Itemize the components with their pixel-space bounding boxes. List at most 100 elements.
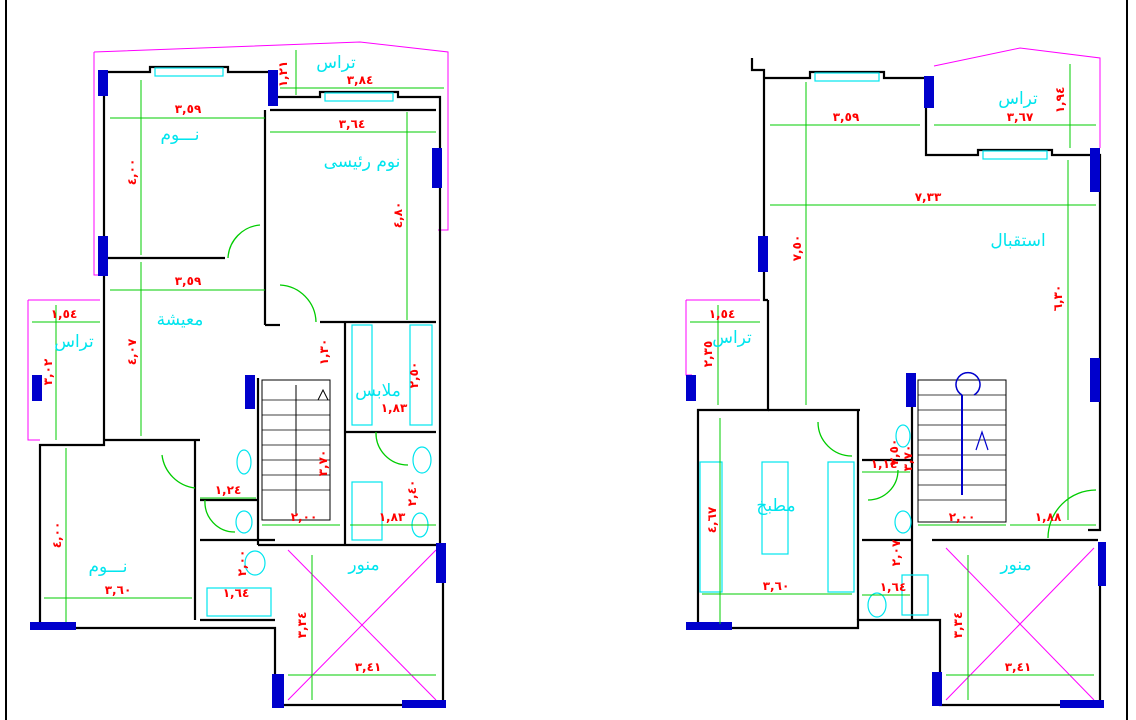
dim-bath-w: ١,١٤ — [871, 457, 898, 471]
dim-dressing-w: ١,٨٣ — [381, 401, 408, 415]
door-bedroom2 — [161, 454, 196, 489]
room-label-terrace-side: تراس — [712, 328, 752, 348]
dim-entry-w: ١,٨٨ — [1035, 510, 1062, 524]
dim-terrace-side-h: ٣,٠٢ — [41, 358, 55, 385]
dim-kitchen-h: ٤,٦٧ — [705, 506, 719, 533]
dim-bedroom-2-h: ٤,٠٠ — [50, 522, 64, 549]
dim-well-w: ٣,٤١ — [1005, 660, 1032, 674]
room-label-terrace-top: تراس — [316, 53, 356, 73]
window-terrace — [982, 150, 1048, 160]
door-master — [279, 284, 317, 323]
door-bath1 — [204, 499, 236, 533]
dim-corridor: ١,٣٠ — [317, 339, 331, 366]
room-label-kitchen: مطبخ — [756, 496, 795, 516]
left-plan: تراس نـــوم نوم رئيسى معيشة تراس ملابس ن… — [27, 41, 449, 708]
dim-terrace-top-h: ١,٢١ — [276, 61, 290, 88]
dim-stair-w: ٢,٠٠ — [291, 510, 318, 524]
dim-dressing-h: ٢,٥٠ — [407, 362, 421, 389]
kitchen-island — [761, 461, 789, 555]
dim-stair-h: ٣,٧٠ — [901, 445, 915, 472]
dim-wc-w: ١,٦٤ — [880, 580, 907, 594]
door-entry — [1047, 489, 1097, 539]
shower-tray — [351, 481, 383, 541]
toilet-icon — [244, 550, 266, 576]
dim-reception-w: ٧,٣٣ — [915, 190, 942, 204]
dim-master-w: ٣,٦٤ — [339, 117, 366, 131]
dim-reception-h: ٧,٥٠ — [790, 235, 804, 262]
dim-bath-1-w: ١,٢٤ — [215, 483, 242, 497]
column — [98, 70, 108, 96]
dim-bath-2-w: ١,٨٣ — [379, 510, 406, 524]
dim-stair-w: ٢,٠٠ — [949, 510, 976, 524]
dim-bedroom-1-w: ٣,٥٩ — [175, 102, 202, 116]
dim-well-h: ٣,٣٤ — [951, 612, 965, 639]
dim-terrace-side-w: ١,٥٤ — [51, 307, 78, 321]
right-plan: تراس استقبال تراس مطبخ منور ٣,٥٩ ٣,٦٧ ١,… — [685, 47, 1106, 708]
closet-1 — [351, 324, 373, 426]
bathtub-icon — [206, 587, 272, 617]
room-label-terrace-top: تراس — [998, 89, 1038, 109]
terrace-top-outline — [93, 41, 449, 231]
dim-living-w: ٣,٥٩ — [175, 274, 202, 288]
dim-master-h: ٤,٨٠ — [391, 202, 405, 229]
terrace-top-outline — [933, 47, 1101, 148]
dimension-lines-right — [690, 64, 1096, 700]
door-bath — [867, 469, 899, 501]
dim-bath-2-h: ٢,٤٠ — [405, 480, 419, 507]
dim-wc-h: ٢,٠٧ — [889, 539, 903, 566]
dim-wc-h: ٢,٠٠ — [235, 550, 249, 577]
door-bath2 — [375, 431, 409, 466]
column — [436, 543, 446, 583]
closet-2 — [409, 324, 433, 426]
room-label-bedroom-2: نـــوم — [89, 557, 128, 577]
column — [686, 622, 732, 630]
door-bed1 — [227, 224, 261, 259]
column — [402, 700, 446, 708]
dimension-lines-left — [32, 50, 444, 700]
toilet-icon — [867, 592, 887, 618]
column — [932, 672, 942, 706]
column — [906, 373, 916, 407]
column — [272, 674, 284, 708]
room-label-reception: استقبال — [990, 231, 1045, 251]
wall-top-master — [280, 90, 442, 548]
window-top-left — [814, 72, 880, 82]
room-label-terrace-side: تراس — [54, 332, 94, 352]
column — [32, 375, 42, 401]
washbasin-icon — [412, 446, 432, 474]
toilet-icon — [895, 424, 911, 448]
kitchen-counter-right — [827, 461, 855, 593]
staircase-left — [261, 379, 331, 521]
room-label-bedroom-1: نـــوم — [161, 125, 200, 145]
column — [924, 76, 934, 108]
room-label-light-well: منور — [347, 555, 379, 575]
dim-terrace-side-w: ١,٥٤ — [709, 307, 736, 321]
column — [432, 148, 442, 188]
wall-top-right — [764, 70, 1102, 532]
column — [30, 622, 76, 630]
column — [268, 70, 278, 106]
room-label-light-well: منور — [999, 555, 1031, 575]
room-label-living: معيشة — [157, 310, 204, 330]
dim-wc-w: ١,٦٤ — [223, 586, 250, 600]
staircase-right — [917, 371, 1007, 523]
dim-living-h: ٤,٠٧ — [125, 338, 139, 365]
dim-terrace-side-h: ٢,٣٥ — [701, 341, 715, 368]
door-kitchen — [817, 421, 853, 457]
column — [1098, 542, 1106, 586]
window-bed1 — [154, 67, 224, 77]
dim-kitchen-w: ٣,٦٠ — [763, 579, 790, 593]
dim-reception-h2: ٦,٣٠ — [1051, 285, 1065, 312]
dim-well-w: ٣,٤١ — [355, 660, 382, 674]
washbasin-icon — [894, 510, 912, 534]
room-label-dressing: ملابس — [355, 381, 401, 401]
room-label-master-bedroom: نوم رئيسى — [324, 152, 401, 172]
terrace-side-outline — [27, 299, 100, 441]
window-master — [324, 92, 394, 102]
wall-top-left — [750, 58, 768, 302]
column — [758, 236, 768, 272]
column — [98, 236, 108, 276]
wall-top-bedroom — [104, 65, 272, 74]
dim-well-h: ٣,٣٤ — [295, 612, 309, 639]
